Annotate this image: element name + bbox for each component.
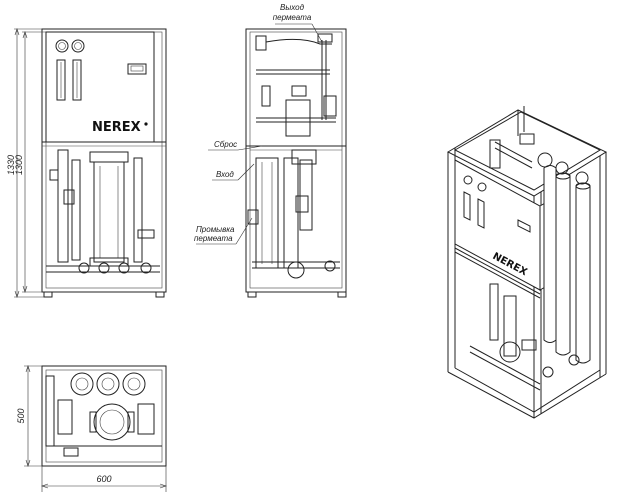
- side-view: Выход пермеата Сброс Вход Промывка перме…: [194, 3, 347, 298]
- flowmeter-icon: [56, 59, 82, 101]
- width-dimension: 600: [96, 474, 111, 484]
- label-discharge: Сброс: [214, 140, 237, 149]
- height-outer-dimension: 1330: [6, 155, 16, 175]
- height-inner-dimension: 1300: [14, 155, 24, 175]
- depth-dimension: 500: [16, 408, 26, 423]
- front-view: NEREX 1330 1300: [6, 28, 167, 298]
- membrane-housing-front: [93, 161, 125, 263]
- controller-display-icon: [127, 63, 147, 75]
- pump-top-icon: [93, 403, 131, 441]
- label-permeate-outlet-line1: Выход: [280, 3, 305, 12]
- brand-logo-front: NEREX: [92, 120, 141, 135]
- isometric-view: NEREX: [446, 106, 608, 419]
- top-view: 500 600: [16, 365, 167, 492]
- membrane-housing-iso: [543, 165, 591, 364]
- label-permeate-flush-line1: Промывка: [196, 225, 235, 234]
- pressure-gauge-icon: [55, 39, 85, 53]
- label-permeate-flush-line2: пермеата: [194, 234, 233, 243]
- label-inlet: Вход: [216, 170, 234, 179]
- label-permeate-outlet-line2: пермеата: [273, 13, 312, 22]
- membrane-housing-side: [255, 157, 279, 269]
